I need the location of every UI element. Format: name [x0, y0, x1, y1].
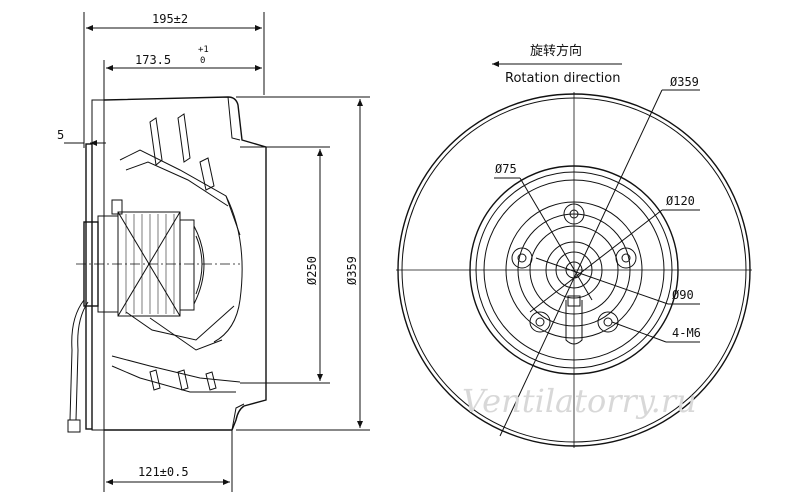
side-view: 195±2 173.5 +1 0 5 [57, 12, 370, 492]
dim-base-width-label: 121±0.5 [138, 465, 189, 479]
watermark: Ventilatorry.ru [462, 382, 697, 420]
dim-body-width: 173.5 +1 0 [103, 45, 262, 108]
dim-body-width-tol-lower: 0 [200, 56, 205, 66]
dim-mount-holes: 4-M6 [611, 321, 701, 343]
dim-flange-label: 5 [57, 128, 64, 142]
dim-inner-circle-label: Ø90 [672, 288, 694, 302]
dim-mount-holes-label: 4-M6 [672, 326, 701, 340]
dim-outer-diameter-side: Ø359 [236, 96, 370, 431]
dim-outer-diameter-front: Ø359 [499, 75, 700, 437]
dim-bolt-circle-label: Ø120 [666, 194, 695, 208]
dim-overall-width-label: 195±2 [152, 12, 188, 26]
dim-outer-diameter-side-label: Ø359 [345, 256, 359, 285]
dim-body-width-label: 173.5 [135, 53, 171, 67]
cable [67, 299, 89, 433]
rotation-direction: 旋转方向 Rotation direction [492, 43, 622, 86]
impeller-body [85, 96, 267, 431]
dim-overall-width: 195±2 [83, 12, 265, 148]
dim-outer-diameter-front-label: Ø359 [670, 75, 699, 89]
rotation-label-cn: 旋转方向 [530, 43, 582, 59]
dim-base-width: 121±0.5 [103, 430, 233, 492]
dim-hub-diameter: Ø75 [494, 162, 593, 301]
front-view: 旋转方向 Rotation direction [396, 43, 752, 448]
dim-inner-circle: Ø90 [535, 257, 700, 305]
dim-inner-diameter-label: Ø250 [305, 256, 319, 285]
dim-flange: 5 [57, 128, 106, 146]
rotation-label-en: Rotation direction [505, 71, 620, 86]
dim-inner-diameter: Ø250 [240, 146, 330, 384]
motor [83, 199, 205, 317]
dim-bolt-circle: Ø120 [529, 194, 700, 313]
dim-body-width-tol-upper: +1 [198, 45, 209, 55]
dim-hub-diameter-label: Ø75 [495, 162, 517, 176]
